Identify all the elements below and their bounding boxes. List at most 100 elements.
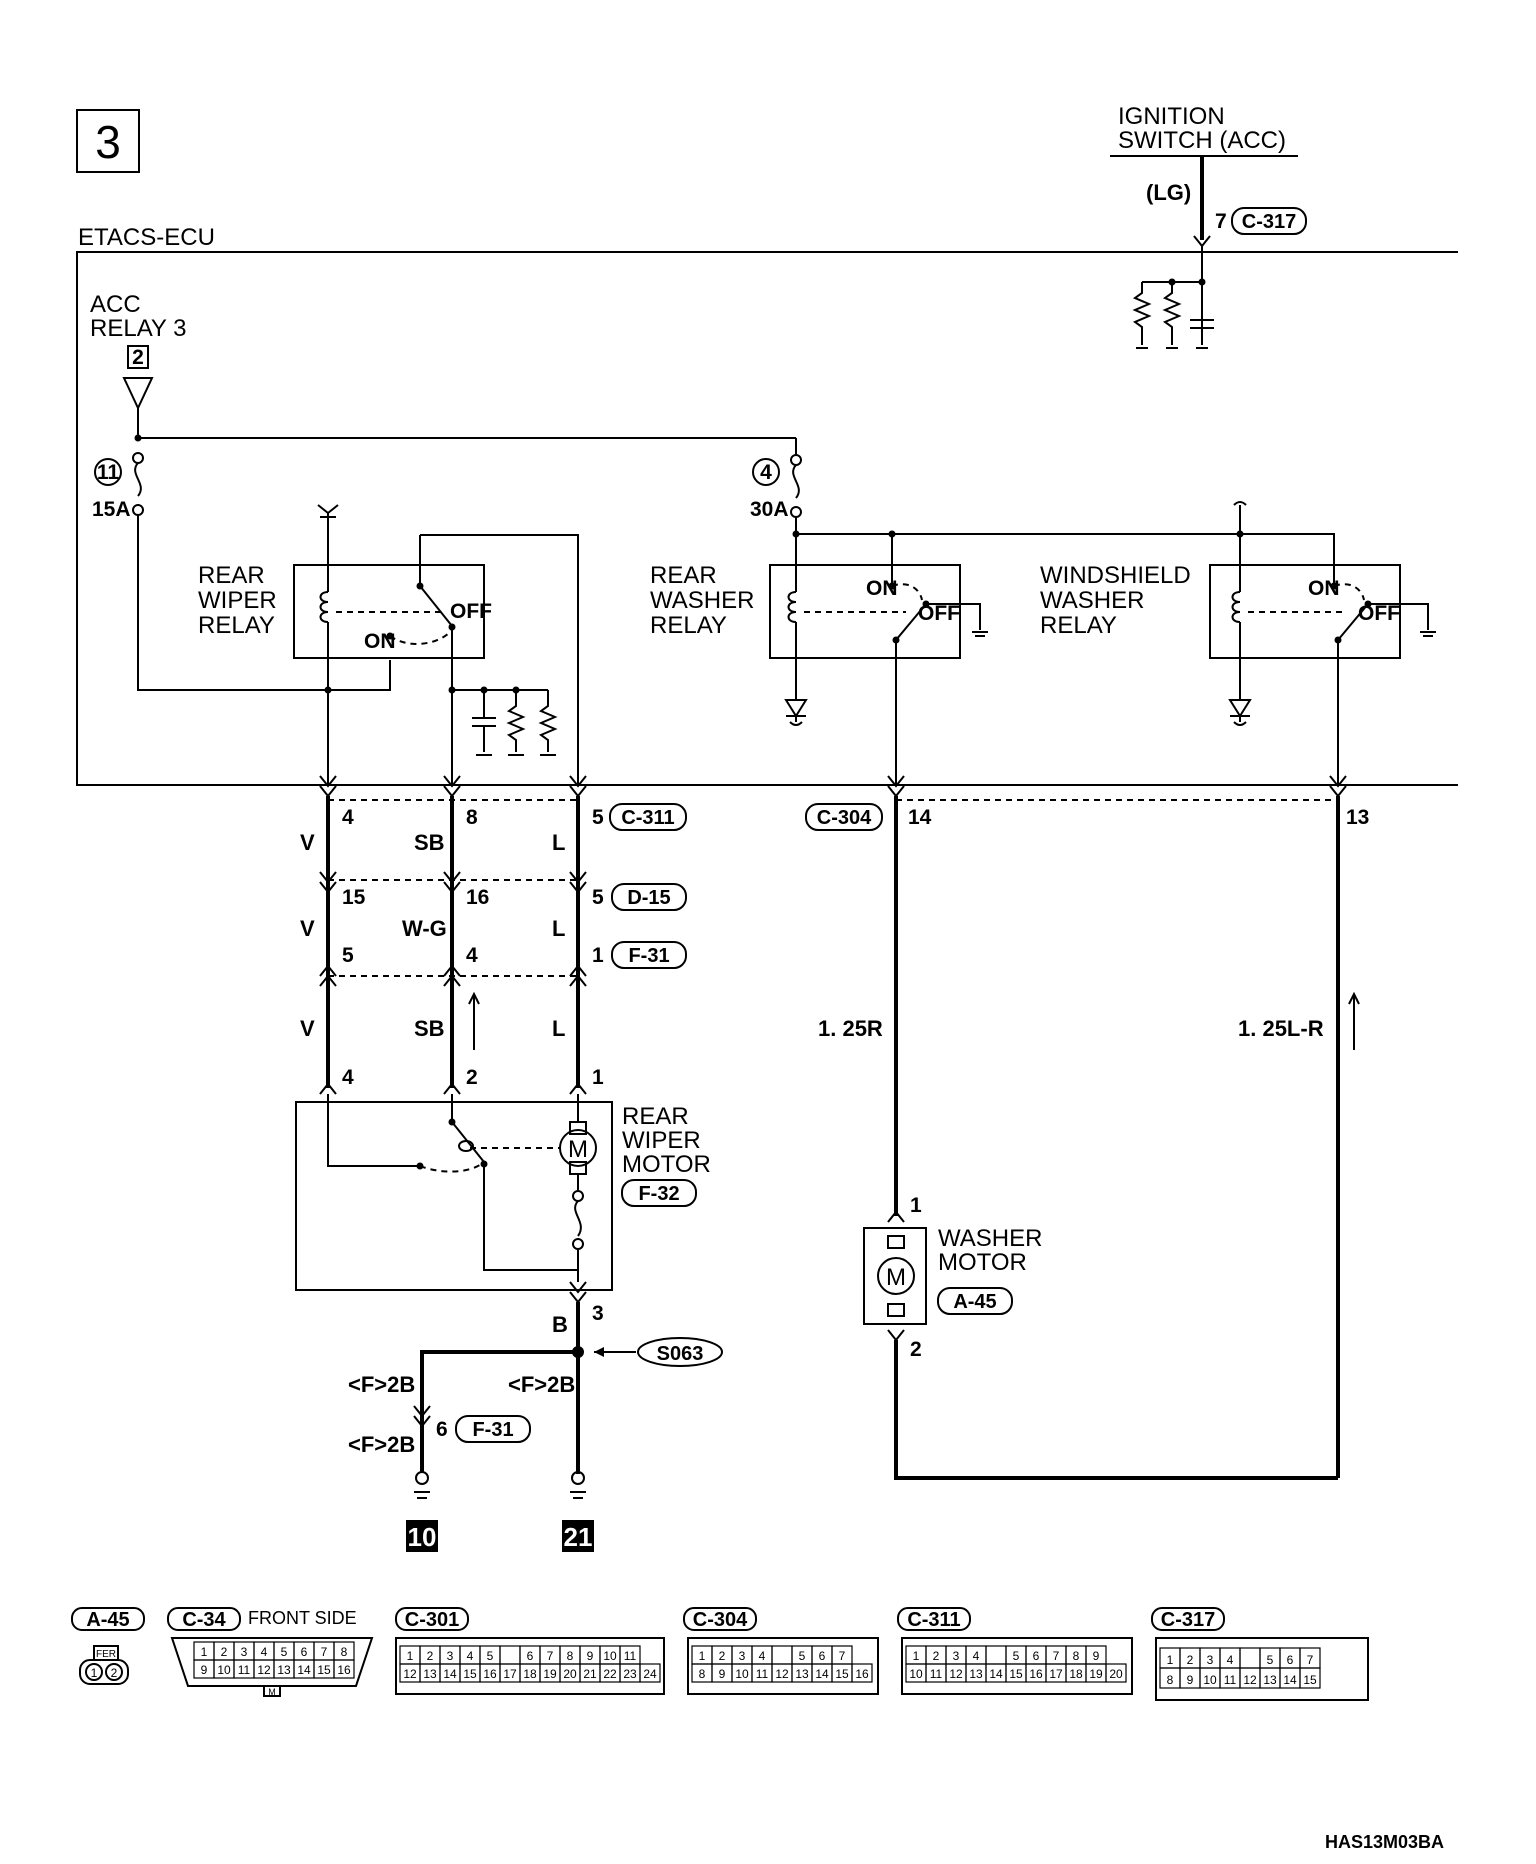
conn-d15-label: D-15 (627, 887, 670, 909)
relay-coil-icon (787, 591, 797, 623)
ecu-pin-14: 14 (908, 806, 932, 829)
fuse-terminal (790, 506, 802, 518)
relay-off-ground-lead (1368, 603, 1429, 630)
wire-color-125r: 1. 25R (818, 1016, 883, 1041)
wire-color-l: L (552, 830, 565, 855)
c304-pin-label: 2 (719, 1649, 726, 1663)
windshield-washer-relay-on: ON (1308, 577, 1340, 600)
rear-wiper-motor-label: REAR (622, 1103, 689, 1130)
conn-face-c34-title-box (167, 1607, 241, 1631)
conn-face-c34-title: C-34 (182, 1609, 226, 1631)
wire-color-v: V (300, 1016, 315, 1041)
c304-pin-label: 11 (756, 1667, 769, 1681)
c317-pin-label: 7 (1307, 1653, 1314, 1667)
d15-pin-5: 5 (592, 886, 604, 909)
c34-pin-label: 9 (201, 1663, 208, 1677)
ecu-pin-5: 5 (592, 806, 604, 829)
c311-pin-label: 16 (1029, 1667, 1043, 1681)
washer-motor-pin-1: 1 (910, 1194, 922, 1217)
wire-color-v: V (300, 830, 315, 855)
diode-icon (784, 699, 808, 718)
c317-pin-label: 5 (1267, 1653, 1274, 1667)
acc-relay-ref-box (127, 345, 149, 369)
relay-on-lead (1240, 533, 1335, 586)
relay-on-path (389, 629, 453, 645)
fuse-terminal (790, 454, 802, 466)
a45-pin: 1 (91, 1666, 98, 1680)
fuse-4-number: 4 (760, 461, 772, 484)
washer-motor-label: WASHER (938, 1225, 1042, 1252)
c311-pin-cell (985, 1645, 1007, 1665)
page-number: 3 (95, 116, 121, 168)
c34-pin-label: 8 (341, 1645, 348, 1659)
connector-chevron-icon (319, 871, 587, 894)
c311-pin-label: 17 (1049, 1667, 1063, 1681)
conn-f32-box (621, 1179, 697, 1207)
c34-pin-label: 5 (281, 1645, 288, 1659)
ground-icon (1420, 631, 1436, 637)
c34-pin-label: 10 (217, 1663, 231, 1677)
resistor-icon (1132, 282, 1152, 345)
c301-pin-label: 8 (567, 1649, 574, 1663)
arrow-head (468, 991, 480, 1005)
rear-washer-relay-label: REAR (650, 562, 717, 589)
c311-pin-label: 6 (1033, 1649, 1040, 1663)
ground-icon (414, 1491, 586, 1499)
motor-pin-1: 1 (592, 1066, 604, 1089)
relay-coil-icon (1231, 591, 1241, 623)
cam-icon (458, 1140, 474, 1152)
c34-pin-label: 14 (297, 1663, 311, 1677)
rear-wiper-relay-box (293, 564, 485, 659)
a45-pin: 2 (111, 1666, 118, 1680)
d15-pin-15: 15 (342, 886, 366, 909)
rear-washer-relay-label-3: RELAY (650, 612, 727, 639)
ground-ref-21: 21 (564, 1522, 593, 1552)
c317-pin-label: 10 (1203, 1673, 1217, 1687)
c311-pin-cell (1105, 1663, 1127, 1683)
c304-pin-label: 5 (799, 1649, 806, 1663)
wire-color-f2b: <F>2B (348, 1372, 415, 1397)
conn-c317-label: C-317 (1242, 211, 1296, 233)
c34-pin-label: 12 (257, 1663, 271, 1677)
rear-wiper-motor-box (295, 1101, 613, 1291)
ground-icon (972, 631, 988, 637)
conn-face-c301-title-box (395, 1607, 469, 1631)
c311-pin-label: 10 (909, 1667, 923, 1681)
c311-pin-label: 2 (933, 1649, 940, 1663)
f31-pin-4: 4 (466, 944, 478, 967)
fuse-number-circle (94, 458, 122, 486)
c34-pin-label: 15 (317, 1663, 331, 1677)
c311-pin-label: 14 (989, 1667, 1003, 1681)
c301-pin-cell (499, 1645, 521, 1665)
page-number-box (76, 109, 140, 173)
f31-pin-5: 5 (342, 944, 354, 967)
washer-return-wire (894, 1340, 1338, 1480)
conn-f31-label: F-31 (628, 945, 669, 967)
motor-icon (559, 1129, 597, 1167)
c304-pin-label: 15 (835, 1667, 849, 1681)
c304-pin-label: 10 (735, 1667, 749, 1681)
c34-pin-label: 7 (321, 1645, 328, 1659)
motor-brush (569, 1121, 587, 1135)
resistor-icon (1162, 282, 1182, 345)
rear-wiper-relay-on: ON (364, 630, 396, 653)
rear-washer-relay-on: ON (866, 577, 898, 600)
motor-wire (483, 1164, 578, 1271)
c301-pin-label: 5 (487, 1649, 494, 1663)
c311-pin-label: 18 (1069, 1667, 1083, 1681)
ground-ref-21-box (562, 1520, 594, 1552)
rear-wiper-motor-label-2: WIPER (622, 1127, 701, 1154)
c301-pin-label: 23 (623, 1667, 637, 1681)
c34-pin-label: 3 (241, 1645, 248, 1659)
conn-a45-box (937, 1287, 1013, 1315)
junction-dot (324, 686, 332, 694)
washer-motor-pin-2: 2 (910, 1338, 922, 1361)
wire-color-f2b-2: <F>2B (508, 1372, 575, 1397)
conn-c311-label: C-311 (621, 807, 674, 829)
pin-circle (85, 1663, 103, 1681)
c34-pin-label: 13 (277, 1663, 291, 1677)
